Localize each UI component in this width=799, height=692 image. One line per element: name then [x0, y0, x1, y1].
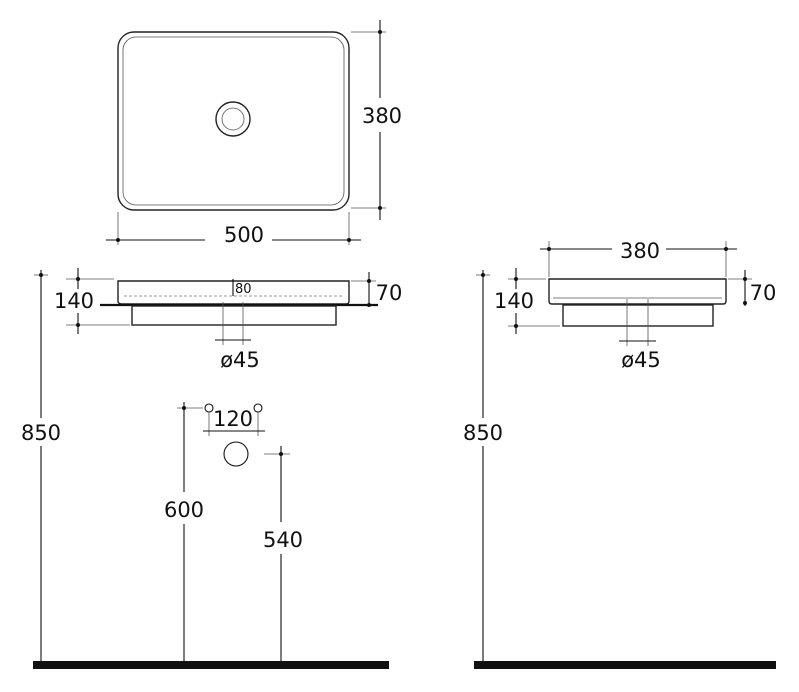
side-rim-label: 70	[750, 281, 777, 305]
side-depth-label: 380	[620, 239, 660, 263]
basin-inner-outline	[122, 36, 345, 206]
front-drain-dimension: ø45	[215, 325, 260, 372]
supply-left	[204, 403, 214, 413]
top-view: 500 380	[106, 20, 402, 247]
supply-height-label: 600	[164, 498, 204, 522]
width-label: 500	[224, 223, 264, 247]
overflow-label: 80	[235, 282, 252, 297]
side-height-label: 140	[494, 289, 534, 313]
side-height-dimension: 140	[494, 268, 560, 334]
width-dimension: 500	[106, 212, 361, 247]
supply-right	[253, 403, 263, 413]
front-basin-lower	[131, 305, 337, 326]
side-floor-height-label: 850	[463, 421, 503, 445]
drain-outer	[215, 101, 251, 137]
side-floor	[474, 661, 776, 669]
front-floor	[33, 661, 389, 669]
front-floor-height-label: 850	[21, 421, 61, 445]
front-rim-dimension: 70	[351, 272, 402, 307]
spacing-label: 120	[213, 407, 253, 431]
side-basin-rim	[548, 278, 727, 305]
side-drain-dimension: ø45	[619, 326, 661, 372]
waste-outlet	[223, 441, 249, 467]
front-height-dimension: 140	[54, 268, 130, 334]
side-rim-dimension: 70	[728, 270, 776, 306]
drain-inner	[221, 107, 245, 131]
side-depth-dimension: 380	[540, 239, 737, 277]
supply-waste-points: 120 600 540	[164, 402, 303, 661]
front-view: 80 140 70 ø45	[21, 268, 402, 669]
front-height-label: 140	[54, 289, 94, 313]
front-floor-height-dimension: 850	[21, 270, 61, 661]
front-drain-label: ø45	[220, 348, 260, 372]
depth-dimension: 380	[351, 20, 402, 220]
side-view: 380 70 140 ø45	[463, 239, 776, 669]
front-rim-label: 70	[376, 281, 403, 305]
side-drain-label: ø45	[621, 348, 661, 372]
side-basin-lower	[562, 304, 714, 327]
side-floor-height-dimension: 850	[463, 270, 503, 661]
waste-height-label: 540	[263, 528, 303, 552]
depth-label: 380	[362, 104, 402, 128]
